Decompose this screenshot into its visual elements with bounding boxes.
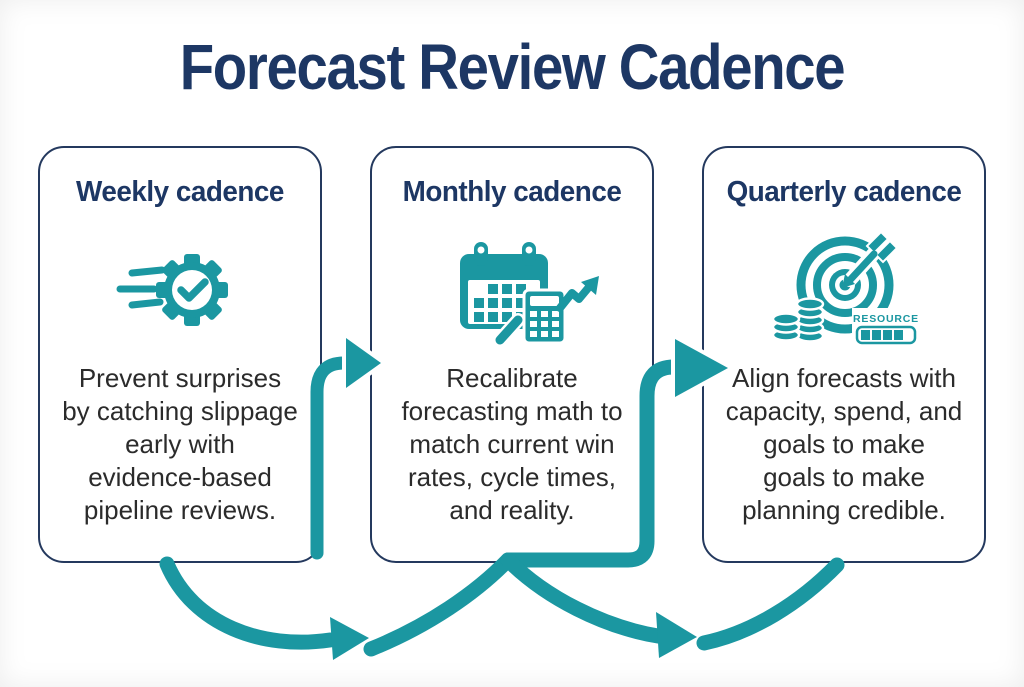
card-monthly-description: Recalibrate forecasting math to match cu…	[372, 362, 652, 527]
text-line: planning credible.	[742, 495, 946, 525]
speed-gear-check-icon	[116, 254, 228, 326]
resource-label: RESOURCE	[853, 313, 919, 325]
text-line: rates, cycle times,	[407, 462, 617, 492]
card-weekly: Weekly cadence Pr	[38, 146, 322, 563]
card-monthly: Monthly cadence	[370, 146, 654, 563]
coin-stacks	[771, 297, 825, 343]
bottom-flow-arrow-1	[159, 556, 369, 660]
card-quarterly-description: Align forecasts with capacity, spend, an…	[704, 362, 984, 527]
arrowhead-right-icon	[656, 612, 697, 658]
card-monthly-heading: Monthly cadence	[402, 176, 622, 208]
speed-lines	[116, 266, 166, 309]
text-line: Prevent surprises	[78, 363, 282, 393]
dart	[842, 232, 899, 288]
calendar-calculator-growth-icon	[460, 242, 599, 347]
text-line: capacity, spend, and	[725, 396, 963, 426]
bottom-flow-arrow-2	[500, 552, 697, 658]
text-line: and reality.	[449, 495, 575, 525]
text-line: pipeline reviews.	[83, 495, 277, 525]
text-line: Align forecasts with	[732, 363, 956, 393]
resource-meter: RESOURCE	[852, 308, 920, 348]
arrowhead-right-icon	[330, 617, 369, 660]
card-quarterly-heading: Quarterly cadence	[726, 176, 962, 208]
growth-arrow-icon	[556, 276, 599, 312]
calculator	[522, 288, 567, 345]
text-line: early with	[125, 429, 235, 459]
text-line: forecasting math to	[401, 396, 623, 426]
pencil	[493, 313, 525, 347]
text-line: evidence-based	[88, 462, 272, 492]
card-weekly-description: Prevent surprises by catching slippage e…	[40, 362, 320, 527]
text-line: by catching slippage	[62, 396, 298, 426]
text-line: Recalibrate	[446, 363, 578, 393]
bottom-flow-arrow-3	[696, 557, 845, 651]
card-weekly-heading: Weekly cadence	[76, 176, 284, 208]
text-line: match current win	[409, 429, 615, 459]
target-dart-coins-resource-icon: RESOURCE	[771, 232, 920, 348]
text-line: goals to make	[763, 429, 925, 459]
calendar	[460, 242, 548, 329]
checkmark	[177, 278, 209, 302]
page-title: Forecast Review Cadence	[179, 31, 846, 103]
text-line: goals to make	[763, 462, 925, 492]
card-quarterly: Quarterly cadence	[702, 146, 986, 563]
